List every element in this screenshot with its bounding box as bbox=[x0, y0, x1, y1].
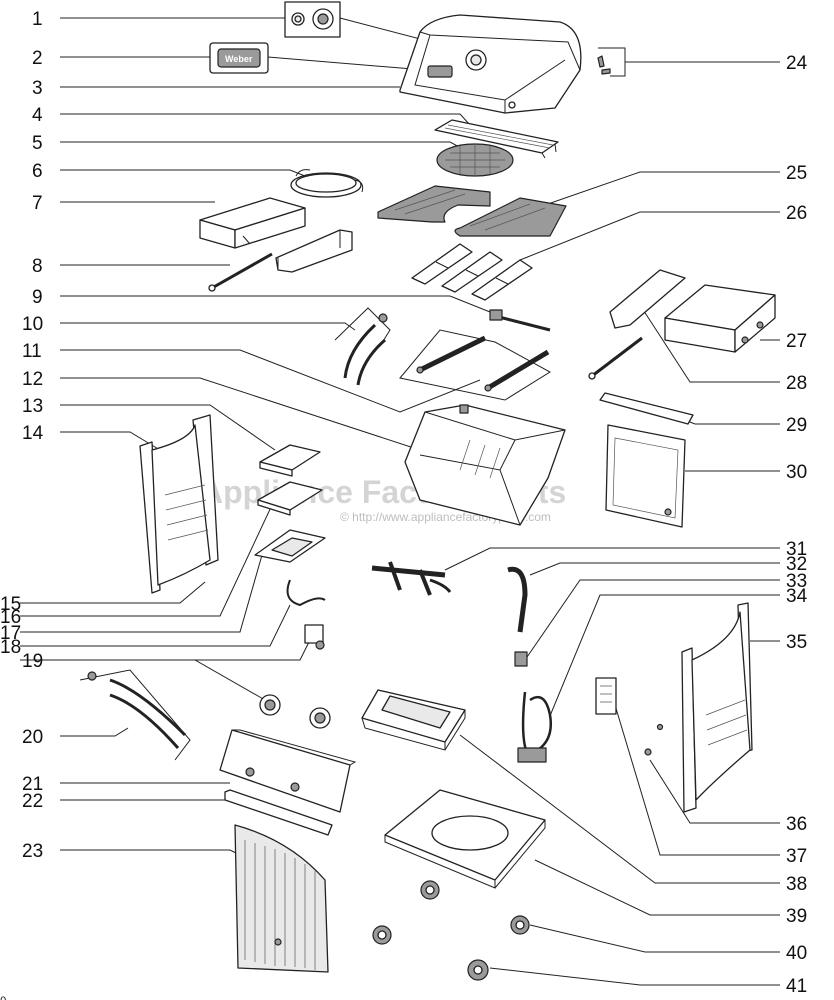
part-3-lid bbox=[399, 14, 582, 114]
callout-labels: 1 2 3 4 5 6 7 8 9 10 11 12 13 14 15 16 1… bbox=[0, 9, 808, 1000]
part-4-warming-rack bbox=[434, 119, 559, 159]
callout-30: 30 bbox=[786, 462, 807, 483]
callout-10: 10 bbox=[22, 314, 43, 335]
part-21-control-panel bbox=[219, 729, 357, 813]
part-22-bracket bbox=[224, 789, 333, 836]
callout-18: 18 bbox=[0, 637, 21, 658]
callout-7: 7 bbox=[32, 193, 43, 214]
callout-37: 37 bbox=[786, 846, 807, 867]
part-39-bottom-shelf bbox=[384, 789, 546, 889]
callout-28: 28 bbox=[786, 373, 807, 394]
part-19-control-knobs bbox=[259, 694, 331, 729]
callout-31: 31 bbox=[786, 539, 807, 560]
callout-17: 17 bbox=[0, 623, 21, 644]
part-1-thermometer bbox=[284, 1, 341, 38]
corner-text: 10 bbox=[0, 995, 6, 1000]
part-13-drip-tray bbox=[259, 444, 321, 477]
part-41-caster bbox=[467, 959, 489, 981]
callout-41: 41 bbox=[786, 976, 807, 997]
part-12-cookbox bbox=[404, 404, 566, 526]
part-36-screws bbox=[644, 723, 664, 756]
callout-23: 23 bbox=[22, 841, 43, 862]
part-18-igniter-module bbox=[304, 624, 325, 650]
callout-15: 15 bbox=[0, 594, 21, 615]
part-38-catch-pan bbox=[361, 689, 466, 751]
callout-9: 9 bbox=[32, 287, 43, 308]
callout-13: 13 bbox=[22, 396, 43, 417]
part-35-right-panel bbox=[681, 602, 753, 813]
callout-19: 19 bbox=[22, 651, 43, 672]
callout-8: 8 bbox=[32, 256, 43, 277]
callout-22: 22 bbox=[22, 791, 43, 812]
callout-32: 32 bbox=[786, 554, 807, 575]
callout-20: 20 bbox=[22, 727, 43, 748]
part-40-caster bbox=[510, 915, 530, 935]
part-8-rod-bracket bbox=[208, 229, 353, 292]
part-6-wok-ring bbox=[290, 169, 364, 198]
callout-4: 4 bbox=[32, 105, 43, 126]
part-20-venturi-tubes bbox=[79, 669, 191, 761]
callout-27: 27 bbox=[786, 331, 807, 352]
callout-33: 33 bbox=[786, 571, 807, 592]
part-25-cooking-grates bbox=[377, 185, 567, 237]
callout-14: 14 bbox=[22, 423, 44, 444]
part-23-door bbox=[234, 824, 329, 973]
part-28-rod-bracket bbox=[588, 269, 686, 380]
part-9-igniter bbox=[489, 309, 551, 332]
part-14-left-panel bbox=[139, 414, 219, 594]
part-32-gas-hose bbox=[507, 566, 528, 633]
part-24-screws bbox=[597, 47, 626, 77]
part-10-crossover-tubes bbox=[334, 307, 391, 386]
part-37-valve-block bbox=[595, 677, 617, 715]
part-casters bbox=[372, 880, 440, 945]
part-11-burner-tubes bbox=[399, 329, 551, 401]
callout-26: 26 bbox=[786, 203, 807, 224]
part-5-round-grate bbox=[436, 143, 514, 177]
part-34-regulator bbox=[517, 691, 552, 763]
callout-21: 21 bbox=[22, 774, 43, 795]
part-15-tray bbox=[257, 481, 323, 516]
part-33-fitting bbox=[514, 651, 528, 667]
part-27-side-burner bbox=[664, 284, 776, 353]
callout-40: 40 bbox=[786, 943, 807, 964]
callout-11: 11 bbox=[22, 341, 42, 362]
part-17-ignition-wire bbox=[286, 579, 326, 607]
callout-3: 3 bbox=[32, 78, 43, 99]
callout-34: 34 bbox=[786, 586, 808, 607]
part-16-tray-holder bbox=[254, 529, 326, 563]
callout-6: 6 bbox=[32, 161, 43, 182]
part-26-flavorizer-bars bbox=[411, 243, 533, 301]
callout-24: 24 bbox=[786, 53, 808, 74]
callout-16: 16 bbox=[0, 607, 21, 628]
callout-39: 39 bbox=[786, 906, 807, 927]
callout-2: 2 bbox=[32, 48, 43, 69]
callout-36: 36 bbox=[786, 814, 807, 835]
part-30-rear-panel bbox=[605, 424, 686, 528]
callout-5: 5 bbox=[32, 133, 43, 154]
part-7-side-box bbox=[199, 197, 306, 249]
part-31-manifold bbox=[371, 561, 452, 596]
part-2-logo-badge: Weber bbox=[209, 42, 269, 74]
badge-logo-text: Weber bbox=[225, 54, 253, 64]
callout-35: 35 bbox=[786, 632, 807, 653]
part-29-bar bbox=[599, 392, 694, 425]
callout-1: 1 bbox=[32, 9, 43, 30]
callout-38: 38 bbox=[786, 874, 807, 895]
callout-29: 29 bbox=[786, 415, 807, 436]
callout-25: 25 bbox=[786, 163, 807, 184]
callout-12: 12 bbox=[22, 369, 43, 390]
